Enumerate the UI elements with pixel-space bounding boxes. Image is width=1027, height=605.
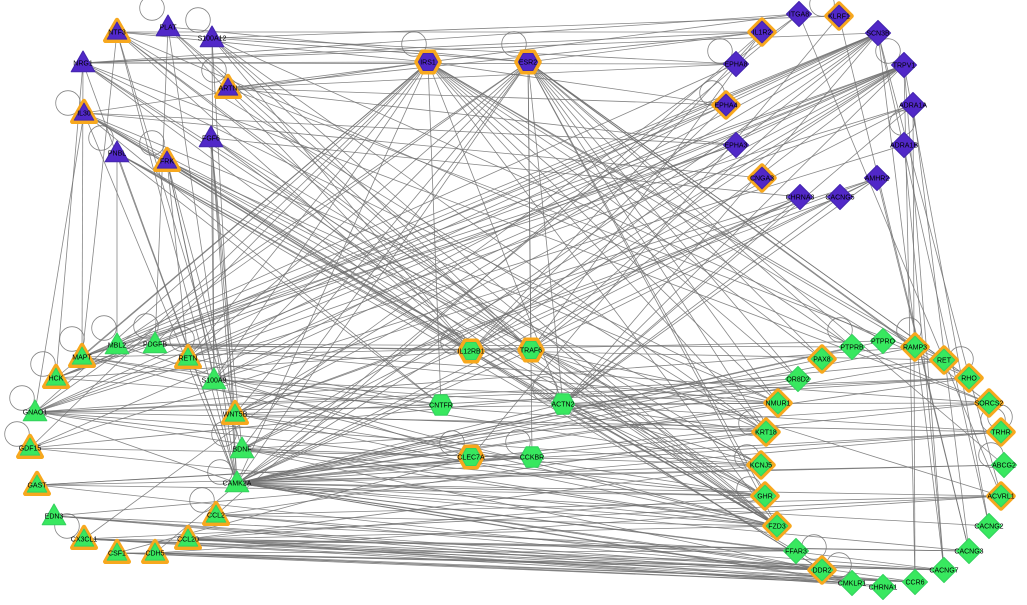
svg-text:ADRA1B: ADRA1B bbox=[890, 143, 918, 150]
svg-text:EPHA8: EPHA8 bbox=[725, 62, 748, 69]
svg-text:CACNG7: CACNG7 bbox=[929, 568, 958, 575]
svg-text:CCKBR: CCKBR bbox=[520, 455, 545, 462]
svg-text:GDF15: GDF15 bbox=[19, 446, 42, 453]
svg-text:FRK: FRK bbox=[160, 159, 174, 166]
svg-text:PNBL: PNBL bbox=[108, 151, 126, 158]
svg-text:TRPV1: TRPV1 bbox=[893, 63, 916, 70]
svg-text:CNGA3: CNGA3 bbox=[750, 176, 774, 183]
svg-text:BDNF: BDNF bbox=[232, 447, 251, 454]
svg-text:CACNG5: CACNG5 bbox=[825, 195, 854, 202]
svg-text:CNTFR: CNTFR bbox=[429, 403, 453, 410]
svg-text:IL1R2: IL1R2 bbox=[753, 30, 772, 37]
svg-text:EPHA3: EPHA3 bbox=[725, 143, 748, 150]
svg-text:WNT5B: WNT5B bbox=[223, 412, 248, 419]
svg-text:CHRNA1: CHRNA1 bbox=[869, 585, 898, 592]
svg-text:CCR6: CCR6 bbox=[905, 580, 924, 587]
svg-text:GAST: GAST bbox=[27, 483, 47, 490]
svg-text:S100A9: S100A9 bbox=[202, 378, 227, 385]
svg-text:MBL2: MBL2 bbox=[108, 343, 126, 350]
svg-text:NRG1: NRG1 bbox=[73, 61, 93, 68]
svg-text:KCNJ5: KCNJ5 bbox=[750, 463, 772, 470]
svg-text:NMUR1: NMUR1 bbox=[766, 401, 791, 408]
svg-text:CACNG2: CACNG2 bbox=[974, 524, 1003, 531]
svg-text:AMHR2: AMHR2 bbox=[865, 176, 890, 183]
svg-text:CDH5: CDH5 bbox=[145, 551, 164, 558]
svg-text:RETN: RETN bbox=[178, 356, 197, 363]
svg-text:EDN3: EDN3 bbox=[45, 514, 64, 521]
svg-text:IRS1: IRS1 bbox=[420, 60, 436, 67]
svg-text:CCL20: CCL20 bbox=[177, 537, 199, 544]
svg-text:PAX8: PAX8 bbox=[813, 357, 830, 364]
svg-text:IL30: IL30 bbox=[77, 111, 91, 118]
svg-text:TRHR: TRHR bbox=[991, 430, 1010, 437]
svg-text:RAMP3: RAMP3 bbox=[903, 345, 927, 352]
svg-text:CMKLR1: CMKLR1 bbox=[838, 581, 867, 588]
svg-text:SCN3B: SCN3B bbox=[866, 31, 890, 38]
svg-text:KRT18: KRT18 bbox=[755, 430, 777, 437]
svg-text:CHRNA3: CHRNA3 bbox=[786, 195, 815, 202]
svg-text:PDGFB: PDGFB bbox=[143, 342, 167, 349]
svg-text:ARTN: ARTN bbox=[219, 86, 238, 93]
svg-text:EPHA4: EPHA4 bbox=[715, 103, 738, 110]
svg-text:FGF6: FGF6 bbox=[202, 136, 220, 143]
svg-text:GNAO1: GNAO1 bbox=[23, 410, 48, 417]
svg-text:RET: RET bbox=[937, 358, 952, 365]
svg-text:CACNG3: CACNG3 bbox=[954, 549, 983, 556]
svg-text:MAPT: MAPT bbox=[72, 355, 92, 362]
svg-text:HCK: HCK bbox=[49, 376, 64, 383]
svg-text:ABCG2: ABCG2 bbox=[992, 463, 1016, 470]
svg-text:PLAT: PLAT bbox=[160, 25, 178, 32]
svg-text:KLRF1: KLRF1 bbox=[828, 14, 850, 21]
svg-text:FZD3: FZD3 bbox=[768, 524, 786, 531]
svg-text:CCL2: CCL2 bbox=[207, 513, 225, 520]
svg-text:TRAF6: TRAF6 bbox=[520, 348, 542, 355]
svg-text:FFAR3: FFAR3 bbox=[785, 549, 807, 556]
svg-text:GHR: GHR bbox=[757, 494, 773, 501]
svg-text:ACVRL1: ACVRL1 bbox=[987, 494, 1014, 501]
svg-text:ACTN2: ACTN2 bbox=[552, 402, 575, 409]
svg-text:CAMK2A: CAMK2A bbox=[223, 481, 252, 488]
svg-text:CSF1: CSF1 bbox=[108, 551, 126, 558]
svg-text:IL12RB1: IL12RB1 bbox=[457, 349, 484, 356]
svg-text:DDR2: DDR2 bbox=[812, 568, 831, 575]
svg-text:RHO: RHO bbox=[961, 376, 977, 383]
svg-text:OR8D2: OR8D2 bbox=[786, 377, 809, 384]
svg-text:ADRA1A: ADRA1A bbox=[899, 103, 927, 110]
svg-text:PTPRO: PTPRO bbox=[871, 339, 896, 346]
svg-text:ITGA8: ITGA8 bbox=[789, 12, 809, 19]
svg-text:SORCS2: SORCS2 bbox=[975, 401, 1004, 408]
svg-text:CX3CL1: CX3CL1 bbox=[71, 537, 98, 544]
svg-text:PTPRB: PTPRB bbox=[840, 345, 864, 352]
svg-text:CLEC7A: CLEC7A bbox=[457, 455, 485, 462]
svg-text:NTF3: NTF3 bbox=[108, 30, 126, 37]
svg-text:S100A12: S100A12 bbox=[198, 36, 227, 43]
svg-text:ESR2: ESR2 bbox=[519, 60, 537, 67]
